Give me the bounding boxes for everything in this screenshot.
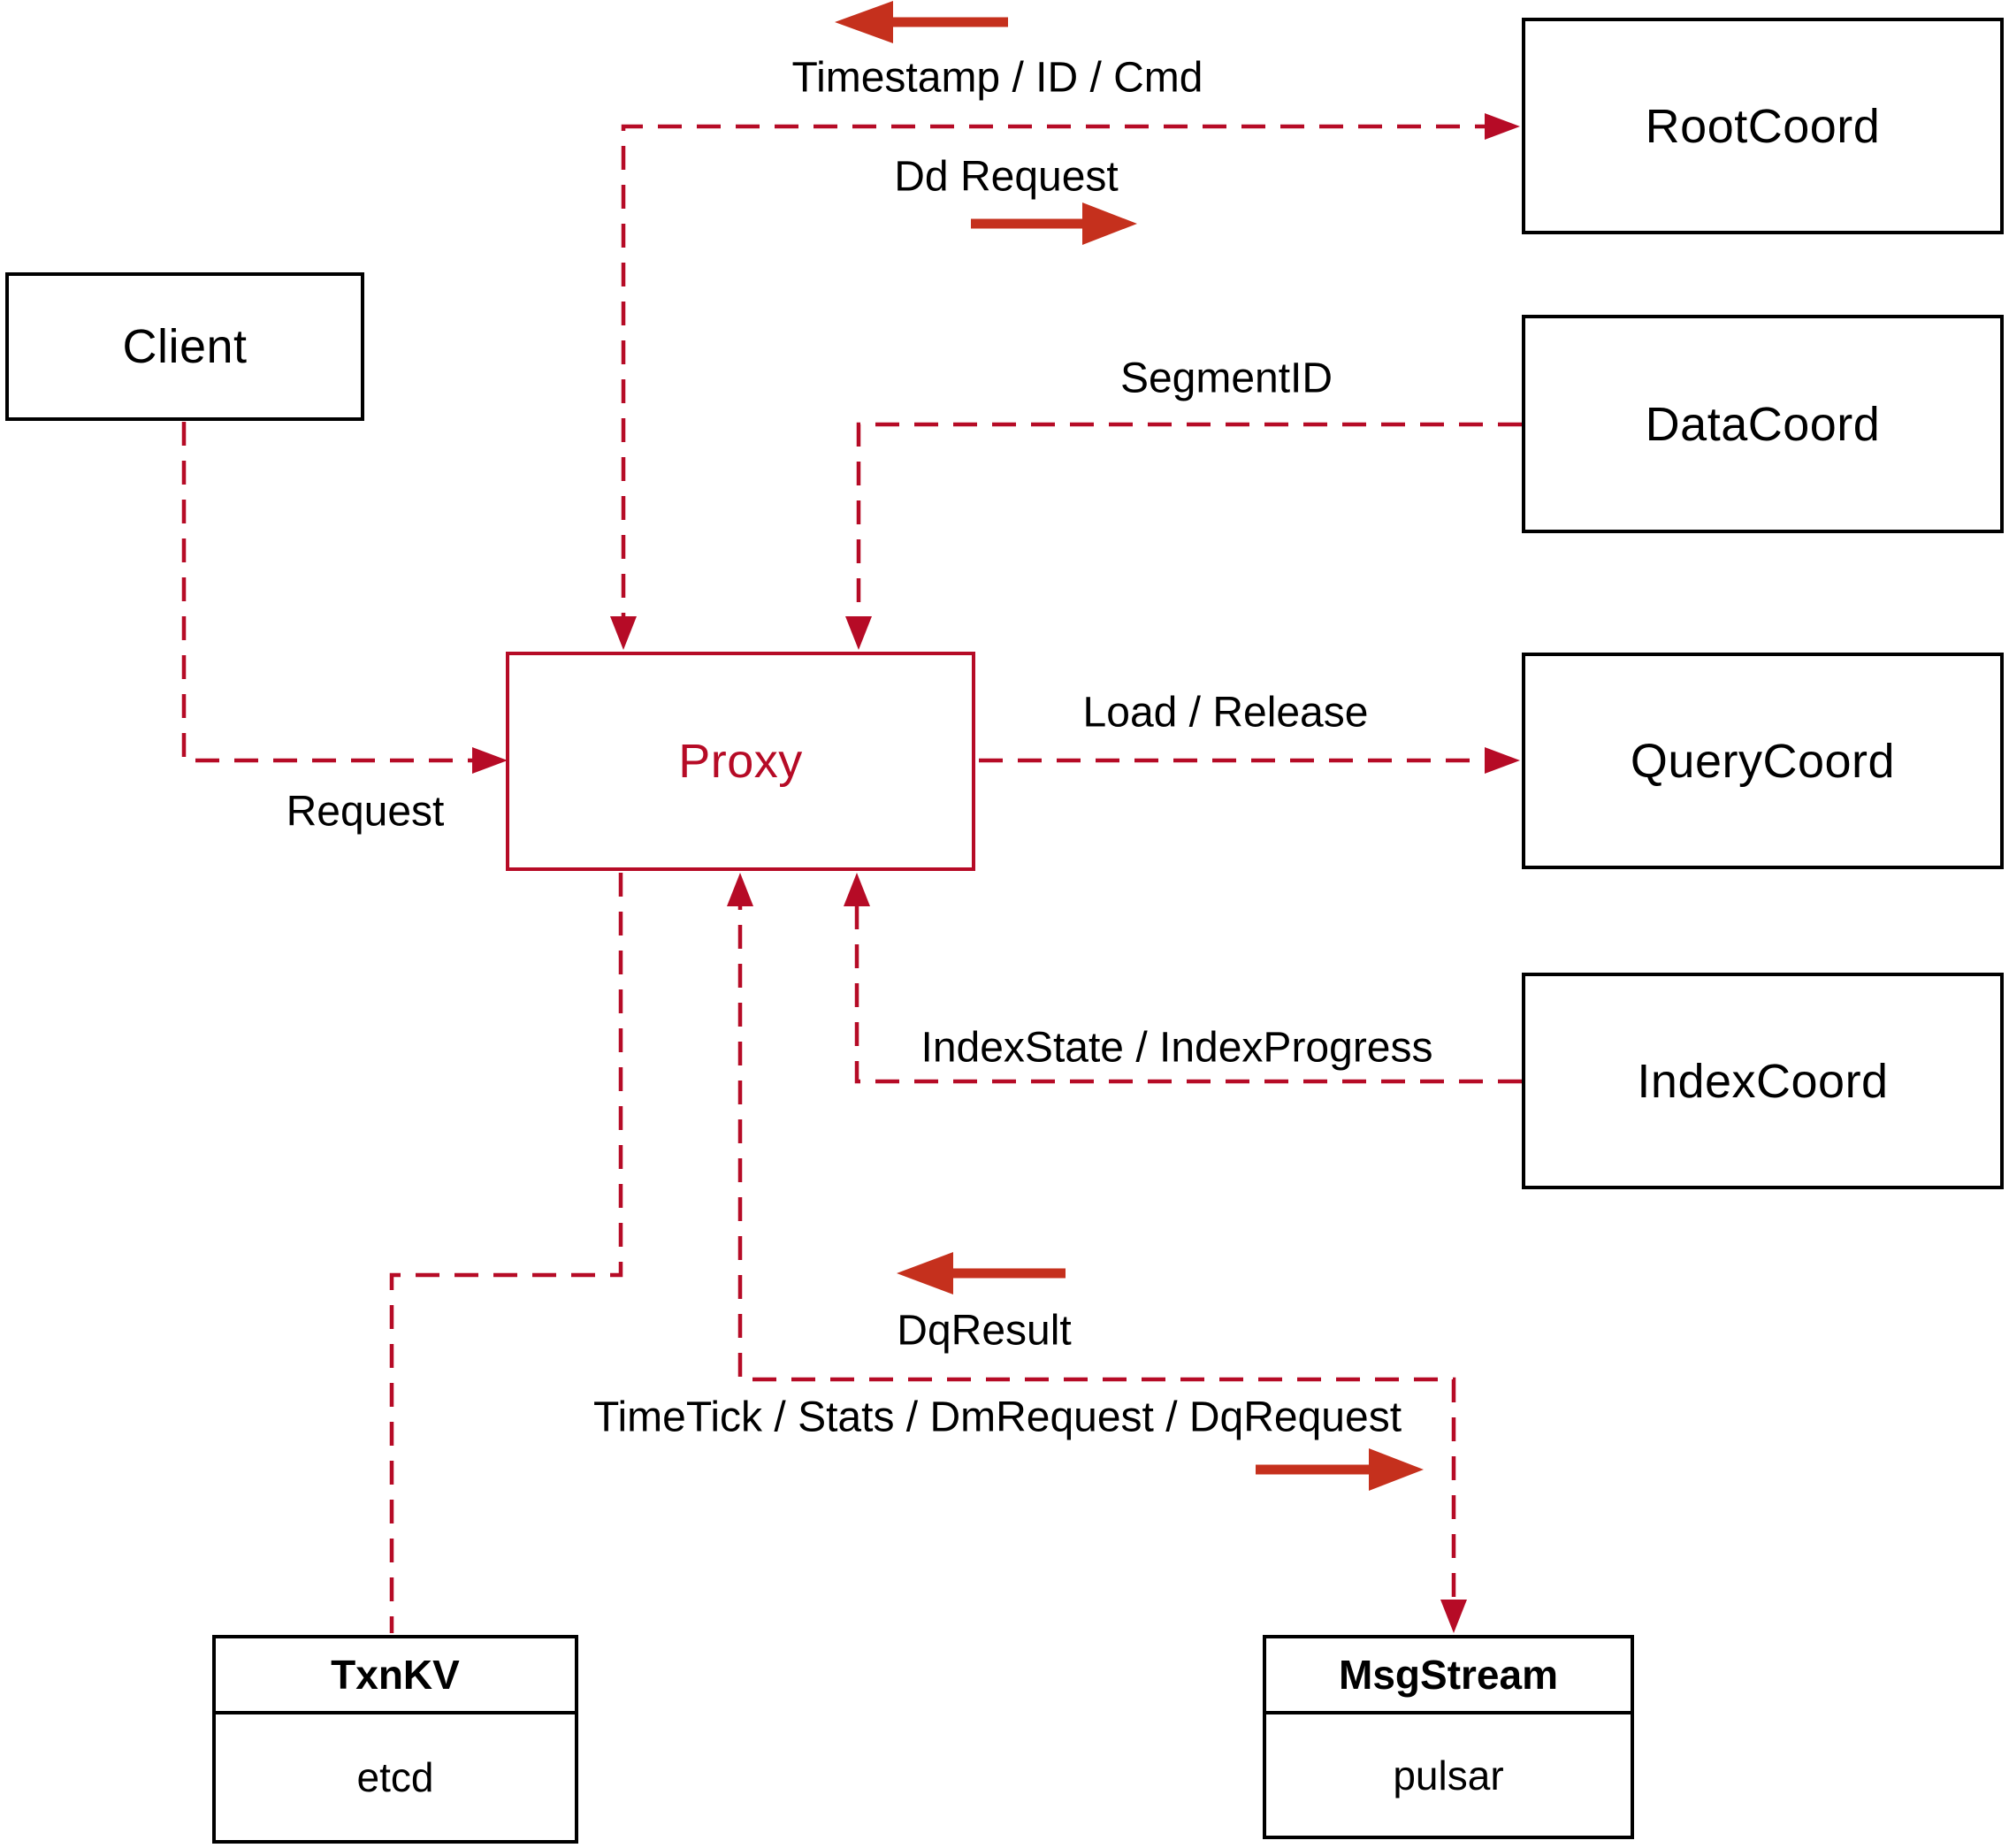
node-msgstream-title: MsgStream bbox=[1266, 1638, 1631, 1714]
node-indexcoord: IndexCoord bbox=[1522, 973, 2004, 1189]
node-txnkv-title: TxnKV bbox=[216, 1638, 575, 1714]
node-datacoord: DataCoord bbox=[1522, 315, 2004, 533]
flow-arrow-right-timetick bbox=[1256, 1448, 1424, 1491]
flow-arrow-right-dd-request bbox=[971, 202, 1137, 245]
edge-proxy-msgstream bbox=[737, 886, 1456, 1619]
node-indexcoord-label: IndexCoord bbox=[1637, 1054, 1889, 1108]
arrowhead-into-proxy-bottom1 bbox=[727, 873, 753, 906]
node-client-label: Client bbox=[122, 320, 248, 373]
arrowhead-into-proxy-left bbox=[472, 747, 508, 774]
edge-label-dd-request: Dd Request bbox=[894, 153, 1119, 201]
edge-label-timetick-stats: TimeTick / Stats / DmRequest / DqRequest bbox=[592, 1394, 1402, 1441]
node-querycoord-label: QueryCoord bbox=[1630, 734, 1896, 788]
node-rootcoord-label: RootCoord bbox=[1645, 99, 1881, 153]
node-datacoord-label: DataCoord bbox=[1645, 397, 1881, 451]
edge-label-indexstate-indexprogress: IndexState / IndexProgress bbox=[920, 1024, 1433, 1072]
node-querycoord: QueryCoord bbox=[1522, 653, 2004, 869]
arrowhead-into-proxy-bottom2 bbox=[844, 873, 870, 906]
arrowhead-into-querycoord bbox=[1485, 747, 1520, 774]
edge-datacoord-proxy bbox=[856, 422, 1522, 637]
arrowhead-into-proxy-top1 bbox=[610, 616, 637, 650]
edge-label-request: Request bbox=[286, 788, 445, 836]
node-proxy-label: Proxy bbox=[678, 735, 803, 788]
node-txnkv: TxnKV etcd bbox=[212, 1635, 578, 1844]
node-client: Client bbox=[5, 272, 364, 421]
flow-arrow-left-timestamp bbox=[835, 1, 1008, 43]
arrowhead-into-rootcoord bbox=[1485, 113, 1520, 140]
edge-proxy-rootcoord bbox=[621, 124, 1506, 637]
node-rootcoord: RootCoord bbox=[1522, 18, 2004, 234]
edge-proxy-txnkv bbox=[389, 873, 623, 1633]
arrowhead-into-msgstream bbox=[1440, 1600, 1467, 1633]
edge-indexcoord-proxy bbox=[854, 886, 1522, 1084]
edge-label-timestamp-id-cmd: Timestamp / ID / Cmd bbox=[791, 54, 1203, 102]
flow-arrow-left-dqresult bbox=[897, 1252, 1066, 1294]
edge-label-dqresult: DqResult bbox=[897, 1307, 1072, 1355]
node-msgstream-impl: pulsar bbox=[1393, 1752, 1504, 1798]
node-msgstream: MsgStream pulsar bbox=[1263, 1635, 1634, 1839]
edge-label-load-release: Load / Release bbox=[1082, 689, 1369, 737]
arrowhead-into-proxy-top2 bbox=[845, 616, 872, 650]
edge-client-proxy bbox=[181, 422, 492, 763]
node-proxy: Proxy bbox=[506, 652, 975, 871]
node-txnkv-impl: etcd bbox=[356, 1754, 434, 1800]
edge-label-segment-id: SegmentID bbox=[1119, 355, 1333, 402]
